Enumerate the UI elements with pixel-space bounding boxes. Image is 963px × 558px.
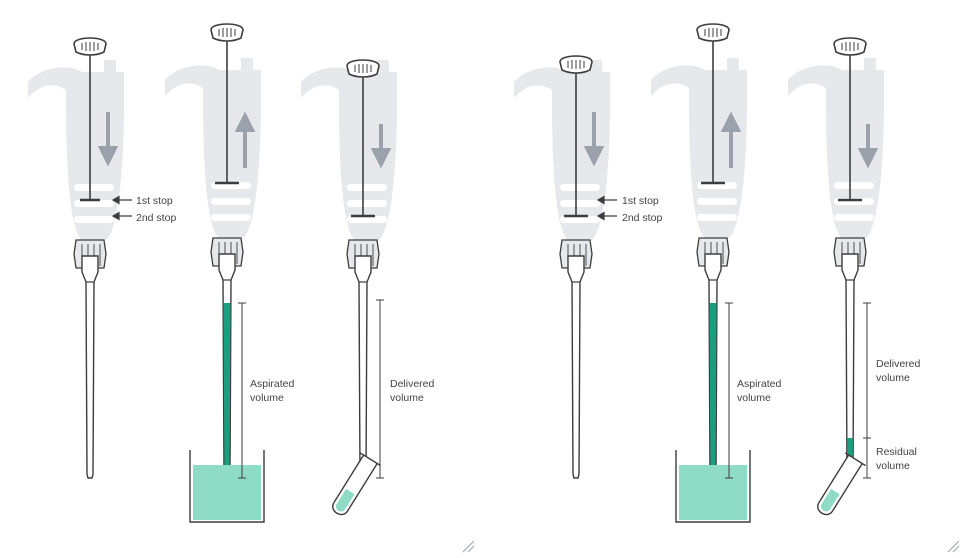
arrow-down-icon — [97, 112, 119, 167]
second-stop-label: 2nd stop — [622, 212, 662, 224]
pipette-5 — [650, 23, 748, 479]
delivered-label-line1: Delivered — [390, 378, 435, 390]
aspirated-label-line1: Aspirated — [737, 378, 782, 390]
second-stop-label: 2nd stop — [136, 212, 176, 224]
arrow-up-icon — [234, 111, 256, 168]
aspirated-label-line2: volume — [737, 392, 771, 404]
arrow-left-icon — [596, 195, 617, 205]
aspirated-label-line2: volume — [250, 392, 284, 404]
aspirated-liquid — [223, 303, 231, 474]
pipette-3 — [300, 59, 398, 479]
panel-reverse: 1st stop 2nd stop Aspirated volume — [513, 23, 921, 523]
arrow-left-icon — [596, 211, 617, 221]
aspirated-bracket: Aspirated volume — [238, 302, 295, 479]
arrow-left-icon — [111, 195, 132, 205]
resize-handle-icon — [947, 540, 960, 553]
resize-handle-icon — [462, 540, 475, 553]
pipette-6 — [787, 37, 885, 479]
delivered-label-line2: volume — [876, 372, 910, 384]
delivered-bracket: Delivered volume Residual volume — [863, 302, 921, 479]
first-stop-label: 1st stop — [136, 195, 173, 207]
arrow-up-icon — [720, 111, 742, 168]
stop-labels-2: 1st stop 2nd stop — [596, 195, 662, 224]
delivered-label-line2: volume — [390, 392, 424, 404]
aspirated-label-line1: Aspirated — [250, 378, 295, 390]
pipette-2 — [164, 23, 262, 479]
delivered-label-line1: Delivered — [876, 358, 921, 370]
aspirated-bracket: Aspirated volume — [725, 302, 782, 479]
beaker — [189, 450, 265, 523]
panel-forward: 1st stop 2nd stop Aspirated volume — [27, 23, 435, 523]
delivered-bracket: Delivered volume — [376, 299, 435, 479]
residual-label-line2: volume — [876, 460, 910, 472]
first-stop-label: 1st stop — [622, 195, 659, 207]
arrow-down-icon — [370, 124, 392, 169]
tube — [817, 452, 866, 516]
arrow-down-icon — [583, 112, 605, 167]
pipette-4 — [513, 55, 611, 479]
arrow-down-icon — [857, 124, 879, 169]
pipette-1 — [27, 37, 125, 479]
stop-labels-1: 1st stop 2nd stop — [111, 195, 176, 224]
aspirated-liquid — [709, 303, 717, 474]
tube — [332, 452, 381, 516]
arrow-left-icon — [111, 211, 132, 221]
beaker — [675, 450, 751, 523]
residual-label-line1: Residual — [876, 446, 917, 458]
